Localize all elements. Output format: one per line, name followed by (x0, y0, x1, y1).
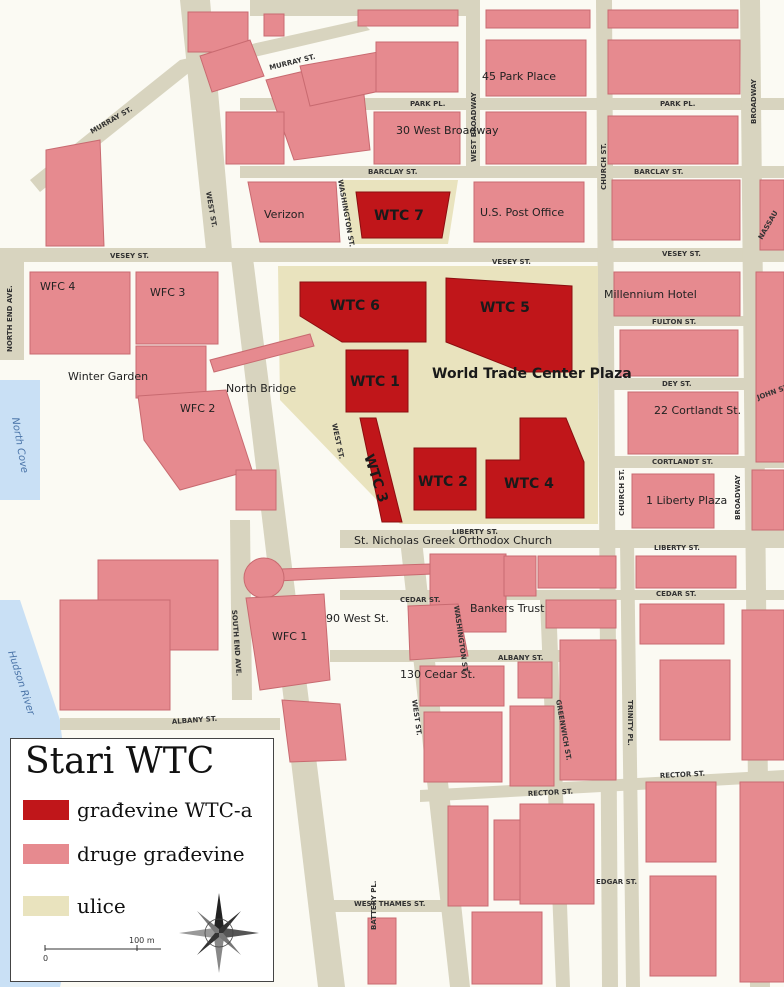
legend-item-wtc: građevine WTC-a (23, 797, 253, 823)
wtc1-label: WTC 1 (350, 374, 400, 390)
street-label: BARCLAY ST. (368, 168, 417, 176)
label-wfc1: WFC 1 (272, 630, 307, 643)
street-label: DEY ST. (662, 380, 692, 388)
street-label: VESEY ST. (492, 258, 531, 266)
legend-item-streets: ulice (23, 893, 126, 919)
street-label: WEST BROADWAY (470, 91, 478, 162)
label-millennium: Millennium Hotel (604, 288, 697, 301)
label-post-office: U.S. Post Office (480, 206, 564, 219)
wtc-buildings (299, 191, 585, 523)
wtc5-building (445, 277, 573, 373)
scale-end-label: 100 m (129, 937, 155, 945)
street-label: WEST THAMES ST. (354, 900, 425, 908)
label-45-park: 45 Park Place (482, 70, 556, 83)
wtc-plaza-label: World Trade Center Plaza (432, 366, 632, 382)
street-label: CHURCH ST. (618, 469, 626, 516)
label-90-west: 90 West St. (326, 612, 389, 625)
wtc7-building (355, 191, 451, 239)
street-label: ALBANY ST. (172, 715, 218, 726)
street-label: RECTOR ST. (528, 788, 574, 798)
street-label: ALBANY ST. (498, 654, 543, 662)
wtc2-label: WTC 2 (418, 474, 468, 490)
wtc4-label: WTC 4 (504, 476, 554, 492)
street-label: BROADWAY (734, 474, 742, 520)
label-1-liberty: 1 Liberty Plaza (646, 494, 727, 507)
street-label: TRINITY PL. (626, 700, 634, 746)
street-label: PARK PL. (660, 100, 695, 108)
wtc6-label: WTC 6 (330, 298, 380, 314)
scale-bar: 0 100 m (43, 937, 161, 963)
label-wfc4: WFC 4 (40, 280, 75, 293)
legend-swatch-other (23, 844, 69, 864)
legend-label: druge građevine (77, 842, 245, 866)
street-label: BATTERY PL. (370, 881, 378, 930)
street-label: CEDAR ST. (400, 596, 440, 604)
label-bankers-trust: Bankers Trust (470, 602, 545, 615)
street-label: CORTLANDT ST. (652, 458, 713, 466)
label-st-nicholas: St. Nicholas Greek Orthodox Church (354, 534, 552, 547)
street-label: PARK PL. (410, 100, 445, 108)
street-label: BROADWAY (750, 78, 758, 124)
legend-label: građevine WTC-a (77, 798, 253, 822)
street-label: VESEY ST. (110, 252, 149, 260)
legend-label: ulice (77, 894, 126, 918)
street-label: LIBERTY ST. (654, 544, 700, 552)
wtc5-label: WTC 5 (480, 300, 530, 316)
legend-title: Stari WTC (25, 741, 215, 782)
street-label: EDGAR ST. (596, 878, 637, 886)
label-verizon: Verizon (264, 208, 305, 221)
street-label: CEDAR ST. (656, 590, 696, 598)
wtc1-building (345, 349, 409, 413)
label-winter-garden: Winter Garden (68, 370, 148, 383)
label-30-west-broadway: 30 West Broadway (396, 124, 499, 137)
wtc3-building (359, 417, 403, 523)
label-north-bridge: North Bridge (226, 382, 296, 395)
street-label: LIBERTY ST. (452, 528, 498, 536)
map-legend: Stari WTC građevine WTC-a druge građevin… (10, 738, 274, 982)
legend-swatch-streets (23, 896, 69, 916)
street-label: BARCLAY ST. (634, 168, 683, 176)
wtc7-label: WTC 7 (374, 208, 424, 224)
wtc4-building (485, 417, 585, 519)
wtc2-building (413, 447, 477, 511)
label-22-cortlandt: 22 Cortlandt St. (654, 404, 741, 417)
street-label: CHURCH ST. (600, 143, 608, 190)
wtc6-building (299, 281, 427, 343)
street-label: NORTH END AVE. (6, 285, 14, 352)
legend-swatch-wtc (23, 800, 69, 820)
street-label: FULTON ST. (652, 318, 696, 326)
label-wfc3: WFC 3 (150, 286, 185, 299)
compass-rose-icon (179, 893, 259, 973)
street-label: RECTOR ST. (660, 770, 706, 780)
legend-item-other: druge građevine (23, 841, 245, 867)
other-buildings (29, 9, 784, 985)
scale-start-label: 0 (43, 954, 48, 963)
label-130-cedar: 130 Cedar St. (400, 668, 475, 681)
label-wfc2: WFC 2 (180, 402, 215, 415)
street-label: VESEY ST. (662, 250, 701, 258)
